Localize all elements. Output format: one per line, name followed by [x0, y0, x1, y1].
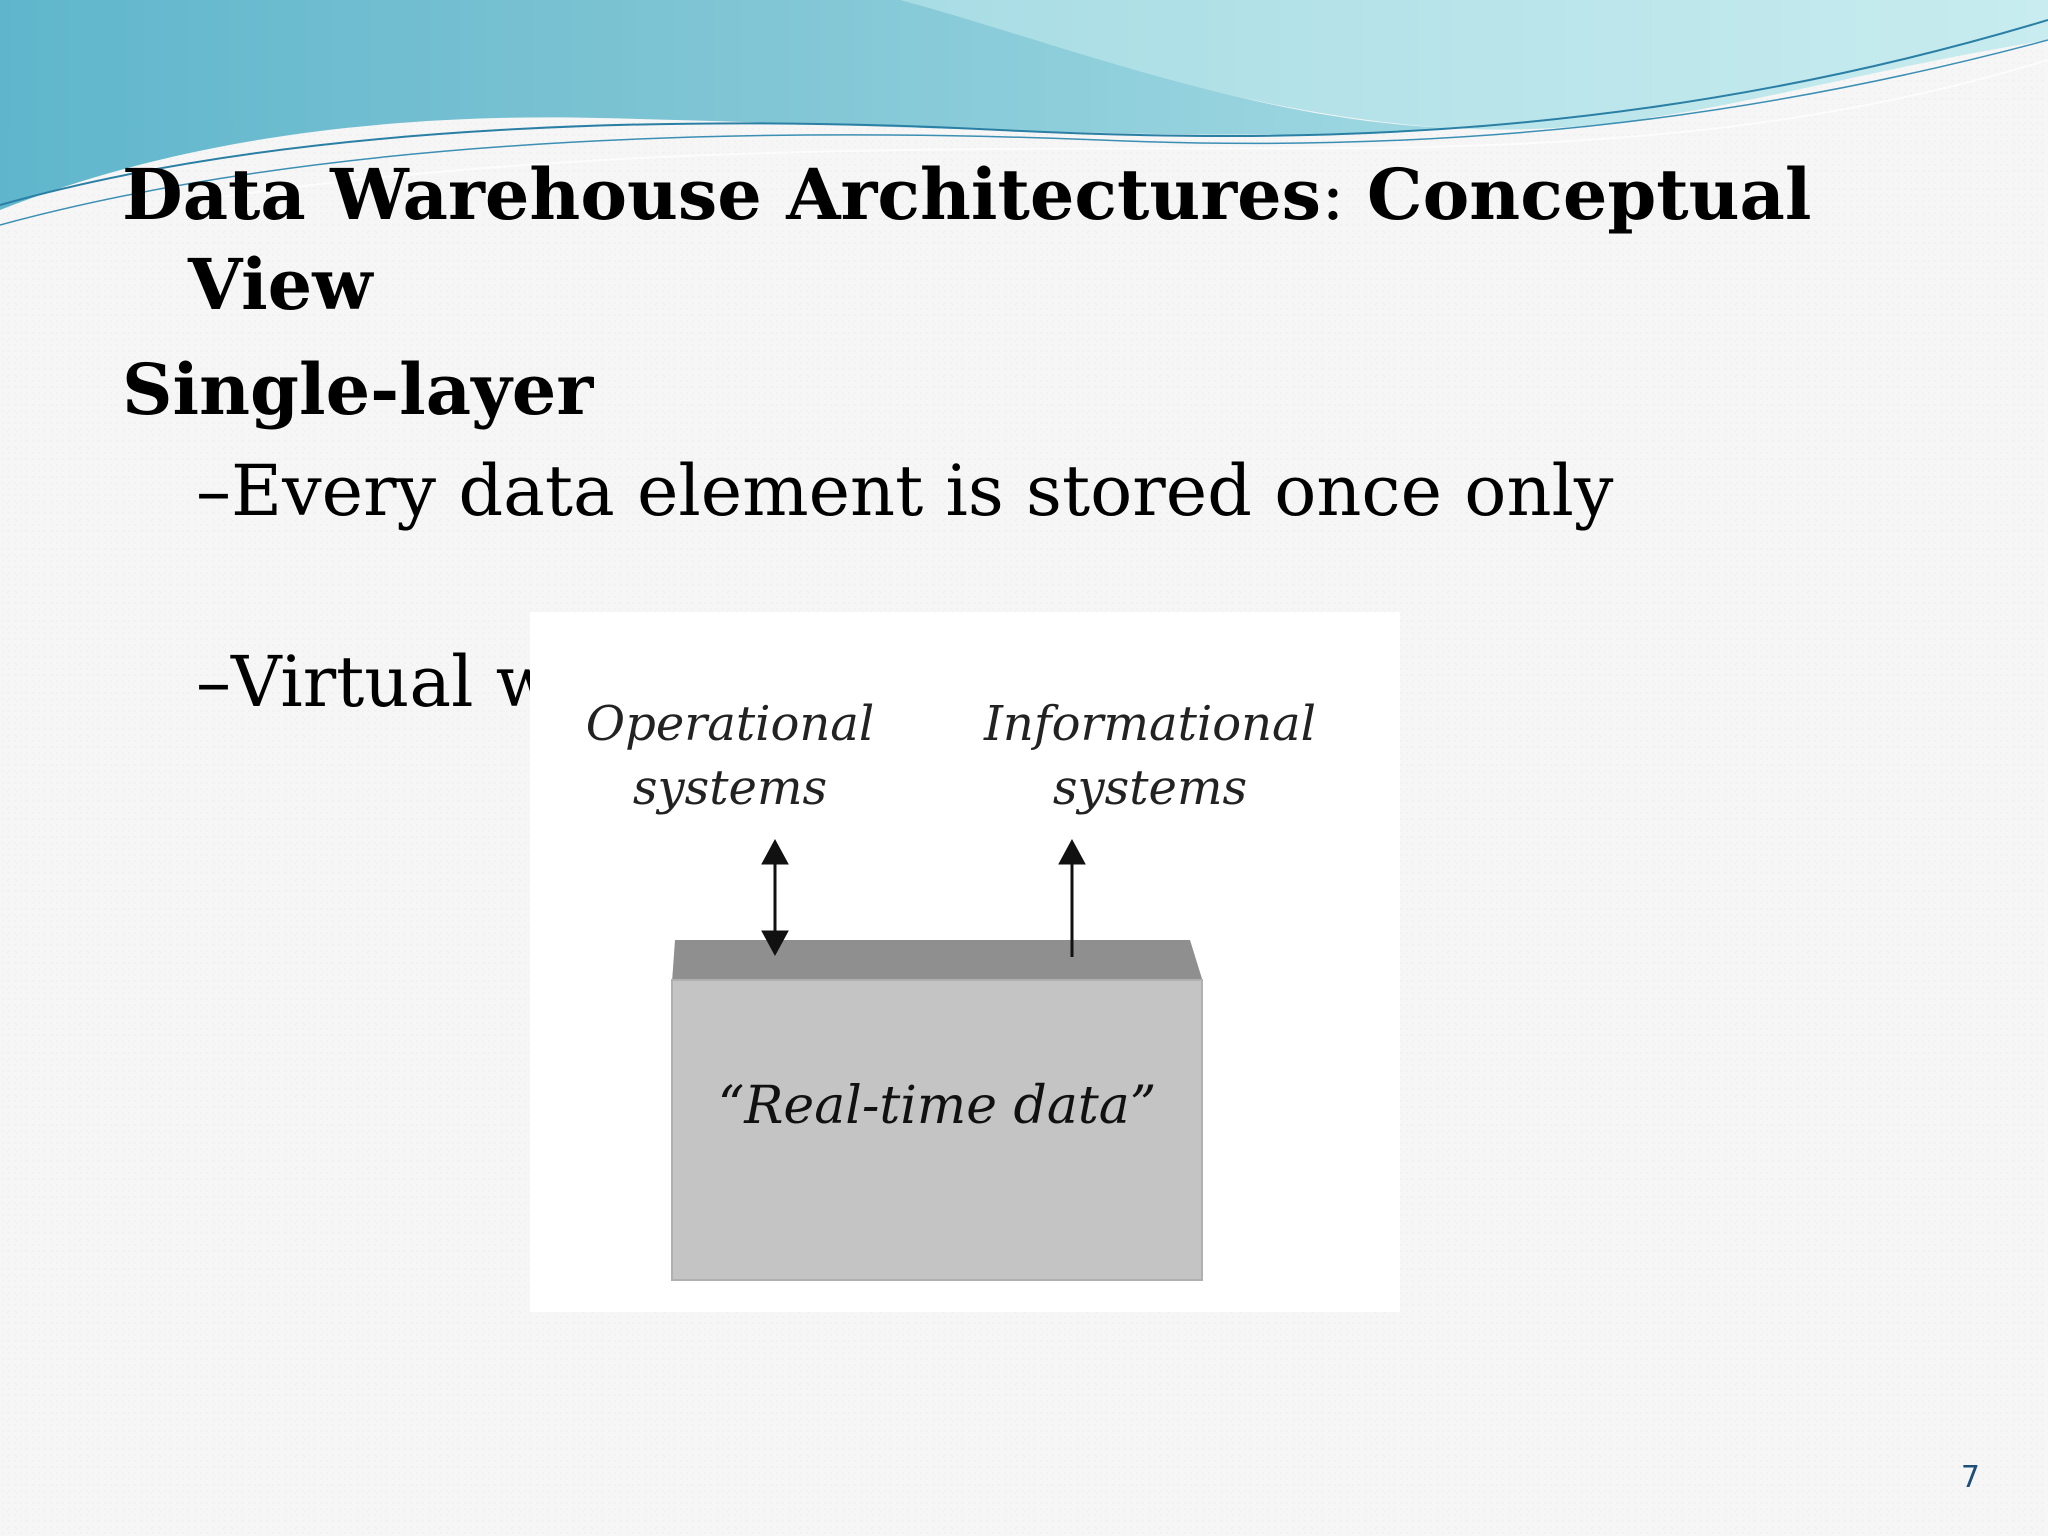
header-wave-decoration — [0, 0, 2048, 226]
operational-systems-label: Operational systems — [560, 692, 900, 820]
store-top-face — [672, 940, 1203, 982]
subheading: Single-layer — [122, 348, 594, 431]
operational-label-line1: Operational — [585, 696, 875, 752]
title-main-text: Data Warehouse Architectures — [122, 153, 1322, 236]
bidirectional-arrow — [761, 838, 789, 957]
operational-label-line2: systems — [632, 760, 828, 816]
bullet-item: –Every data element is stored once only — [196, 450, 1614, 532]
page-number: 7 — [1960, 1460, 1980, 1495]
store-body — [671, 979, 1203, 1281]
title-colon: : — [1321, 154, 1367, 236]
up-arrow — [1058, 838, 1086, 957]
real-time-data-label: “Real-time data” — [717, 1076, 1157, 1136]
title-second-line: View — [188, 243, 373, 326]
bullet-item: –Virtual w — [196, 641, 556, 723]
informational-label-line1: Informational — [983, 696, 1317, 752]
slide-title: Data Warehouse Architectures: Conceptual… — [122, 150, 1822, 330]
title-conceptual-text: Conceptual — [1366, 153, 1812, 236]
informational-systems-label: Informational systems — [950, 692, 1350, 820]
diagram-graphics — [671, 838, 1203, 1281]
informational-label-line2: systems — [1052, 760, 1248, 816]
single-layer-diagram: Operational systems Informational system… — [530, 612, 1400, 1312]
